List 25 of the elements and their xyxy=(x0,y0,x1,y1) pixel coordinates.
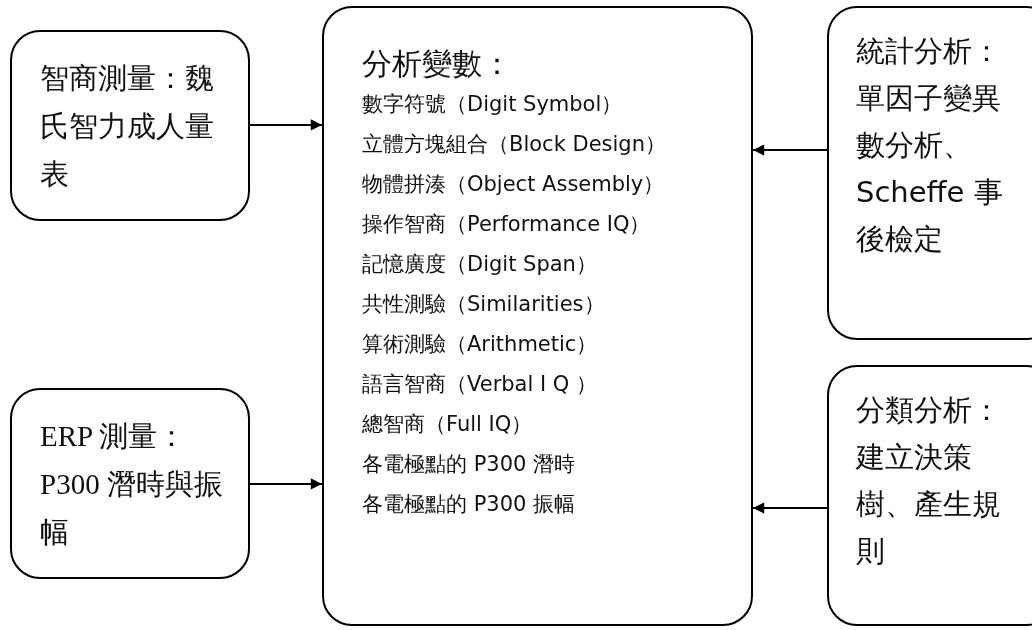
rounded-box xyxy=(827,365,1032,626)
rounded-box xyxy=(10,30,250,221)
arrow xyxy=(249,119,323,131)
box-text: 統計分析：單因子變異數分析、Scheffe 事後檢定 xyxy=(856,33,1004,258)
rounded-box xyxy=(10,388,250,579)
list-item: 物體拼湊（Object Assembly） xyxy=(362,171,666,198)
box-text: ERP 測量：P300 潛時與振幅 xyxy=(40,419,224,550)
list-item: 各電極點的 P300 潛時 xyxy=(362,451,577,478)
list-item: 數字符號（Digit Symbol） xyxy=(362,91,624,118)
arrow xyxy=(752,502,828,514)
list-item: 各電極點的 P300 振幅 xyxy=(362,491,577,518)
list-item: 總智商（Full IQ） xyxy=(362,411,534,438)
box-text: 分類分析：建立決策樹、產生規則 xyxy=(856,392,1002,570)
list-item: 立體方塊組合（Block Design） xyxy=(362,131,666,158)
list-item: 算術測驗（Arithmetic） xyxy=(362,331,599,358)
list-item: 操作智商（Performance IQ） xyxy=(362,211,652,238)
list-item: 共性測驗（Similarities） xyxy=(362,291,606,318)
arrow xyxy=(752,144,828,156)
rounded-box xyxy=(322,6,753,626)
box-text: 智商測量：魏氏智力成人量表 xyxy=(40,61,215,192)
list-item: 語言智商（Verbal I Q ） xyxy=(362,371,599,398)
list-item: 記憶廣度（Digit Span） xyxy=(362,251,598,278)
arrow xyxy=(249,478,323,490)
rounded-box xyxy=(827,6,1032,340)
heading-text: 分析變數： xyxy=(362,45,513,83)
